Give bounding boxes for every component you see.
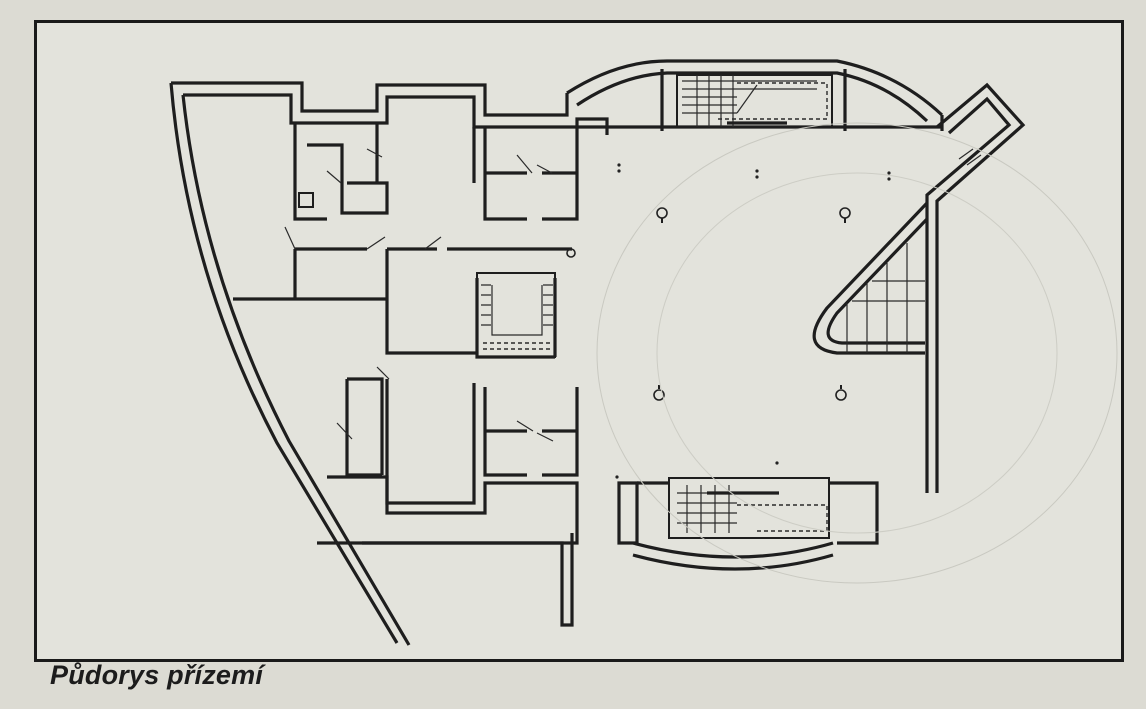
lobby-columns [615,163,891,479]
lobby-floor-pattern [596,122,1118,584]
drawing-frame [34,20,1124,662]
floor-plan [169,59,1118,646]
figure-caption: Půdorys přízemí [50,660,264,690]
west-outer-wall [169,82,411,646]
central-stair-core [475,272,557,359]
west-rooms-middle [233,226,576,355]
west-rooms-north [293,123,579,221]
north-lobby-wall [566,59,944,131]
central-ramp [812,201,929,355]
northeast-diagonal-wing [925,82,1026,493]
north-staircase [676,74,833,128]
south-staircase [617,477,879,571]
west-rooms-south [317,366,579,627]
north-wing-outline [171,81,609,135]
